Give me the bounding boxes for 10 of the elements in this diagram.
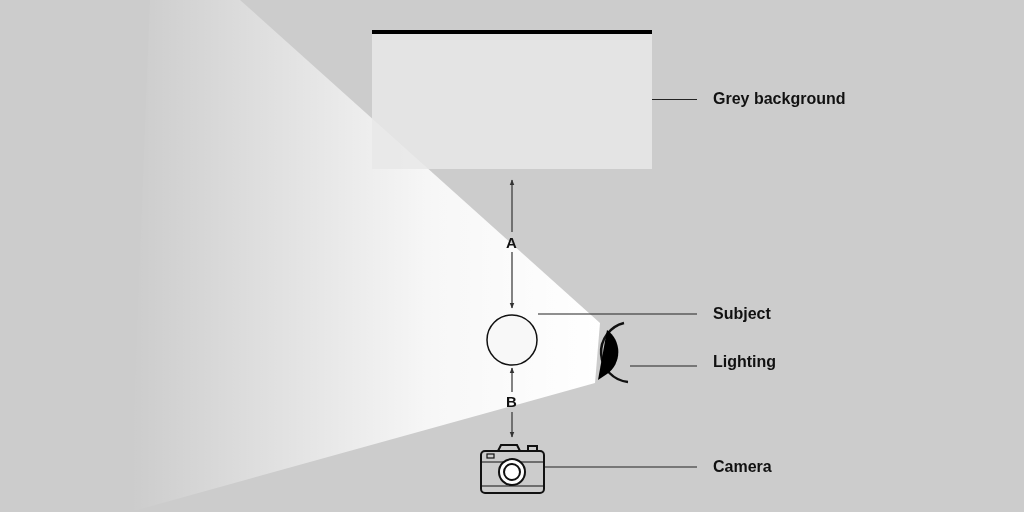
leader-line: [537, 313, 698, 315]
dimension-label: B: [506, 394, 517, 410]
leader-line: [651, 98, 698, 101]
dimension-label: A: [506, 235, 517, 251]
part-label: Lighting: [713, 352, 778, 372]
part-label: Camera: [713, 457, 773, 477]
part-label: Subject: [713, 304, 772, 324]
part-label: Grey background: [713, 89, 847, 109]
leader-line: [629, 365, 698, 367]
leader-line: [544, 466, 698, 468]
